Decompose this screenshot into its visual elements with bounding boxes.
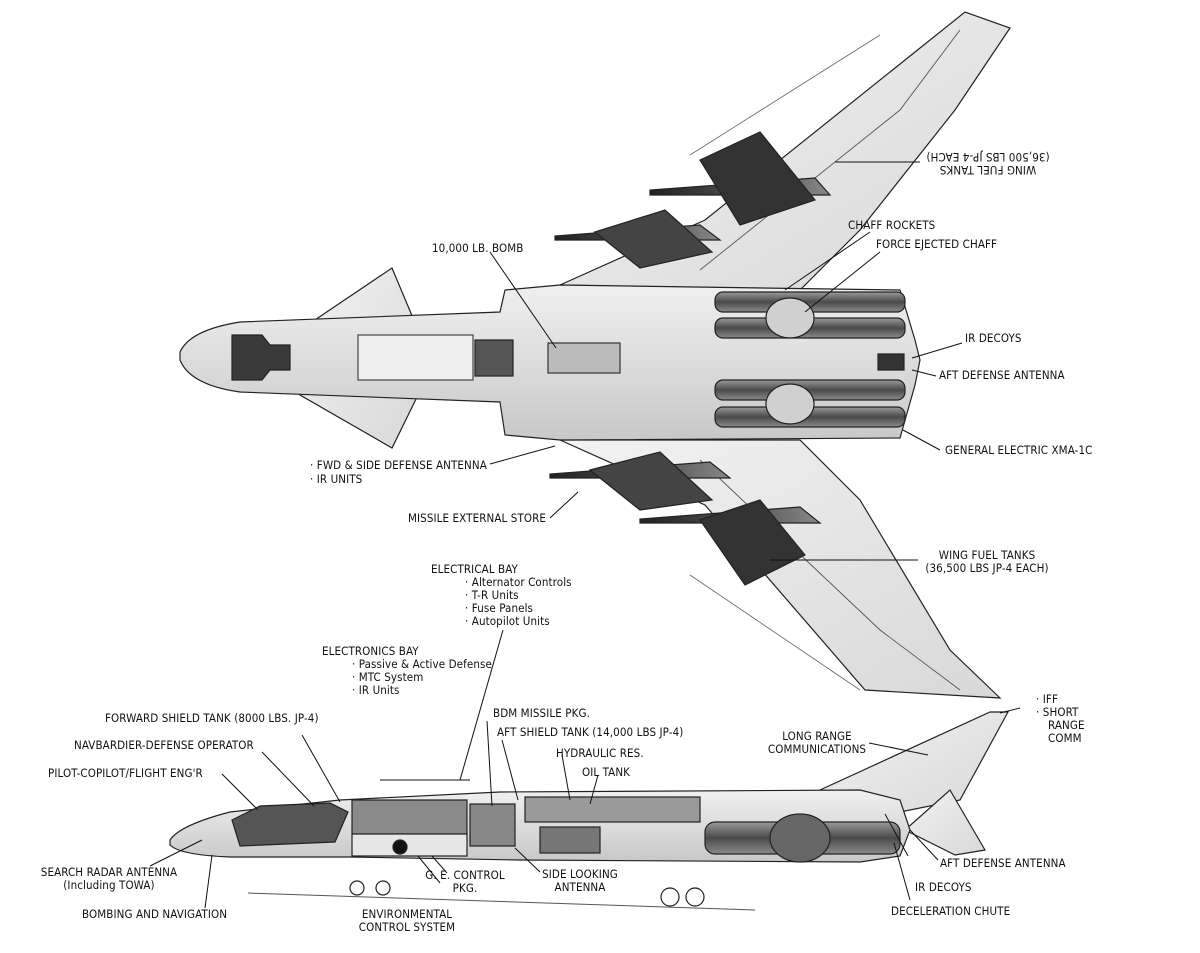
ground-line — [247, 892, 756, 911]
side-forward-tank — [351, 799, 468, 835]
upper-wing-edge-line — [689, 34, 881, 156]
horizontal-tail — [903, 789, 986, 856]
ir-decoy-block — [877, 353, 905, 371]
side-aft-tank — [524, 796, 701, 823]
top-bay-1 — [357, 334, 474, 381]
lower-wing-edge-line — [689, 574, 861, 691]
upper-wing-tank-shadow-2 — [593, 209, 714, 269]
lower-wing-tank-shadow-2 — [699, 499, 806, 586]
lower-engine-pod — [714, 379, 906, 428]
side-engine — [704, 813, 901, 863]
side-electronics — [351, 833, 468, 857]
top-cockpit — [231, 334, 291, 381]
side-landing-gear — [349, 880, 705, 907]
upper-engine-pod — [714, 291, 906, 339]
top-view — [179, 11, 1011, 699]
upper-wing-tank-shadow-1 — [699, 131, 817, 226]
side-electronics-circle — [392, 839, 408, 855]
top-bay-missile — [474, 339, 514, 377]
side-bdm-pkg — [469, 803, 516, 847]
lower-wing-tank-shadow-1 — [588, 451, 714, 511]
side-aft-tank-lower — [539, 826, 601, 854]
side-view — [169, 711, 1010, 911]
side-canopy — [231, 802, 349, 847]
top-bomb-bay — [547, 342, 621, 374]
leader-lines — [149, 161, 1021, 909]
